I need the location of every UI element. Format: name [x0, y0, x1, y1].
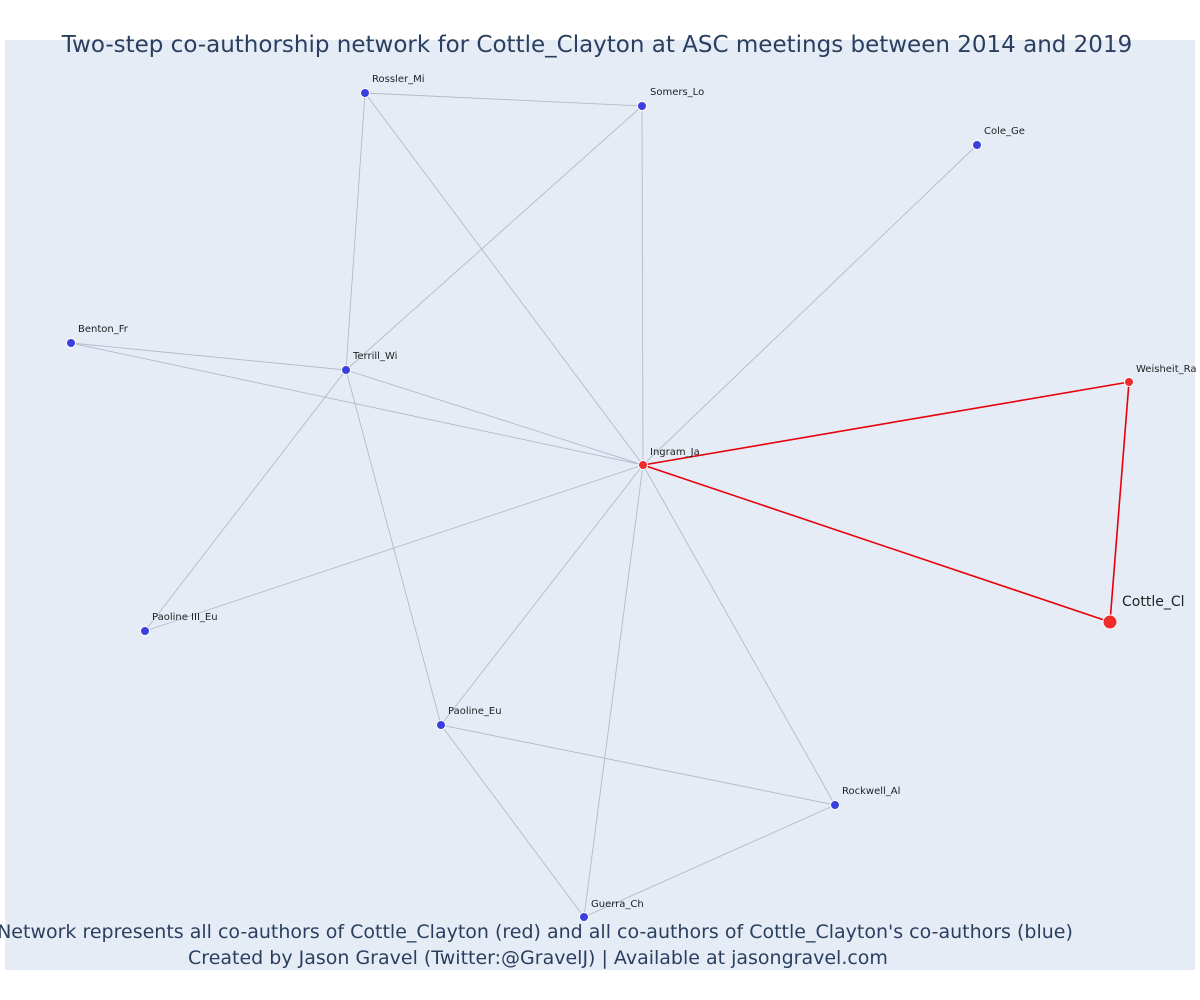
node-label-Weisheit_Ra: Weisheit_Ra [1136, 364, 1197, 375]
edge-Cole_Ge-Ingram_Ja [642, 144, 978, 466]
edge-Guerra_Ch-Rockwell_Al [583, 804, 836, 918]
edges-layer [70, 92, 1130, 918]
node-Weisheit_Ra[interactable] [1124, 377, 1134, 387]
edge-Terrill_Wi-Paoline_Eu [345, 369, 442, 726]
node-label-Terrill_Wi: Terrill_Wi [352, 351, 397, 362]
edge-Rossler_Mi-Somers_Lo [364, 92, 643, 107]
edge-Guerra_Ch-Ingram_Ja [583, 464, 644, 918]
node-label-Paoline_Eu: Paoline_Eu [448, 706, 502, 717]
plot-background [5, 40, 1195, 970]
caption-line-1: Network represents all co-authors of Cot… [0, 921, 1073, 943]
node-label-Paoline_III_Eu: Paoline III_Eu [152, 612, 218, 623]
labels-layer: Rossler_MiSomers_LoCole_GeBenton_FrTerri… [78, 74, 1197, 910]
node-label-Cole_Ge: Cole_Ge [984, 126, 1025, 137]
node-label-Ingram_Ja: Ingram_Ja [650, 447, 700, 458]
edge-Paoline_Eu-Rockwell_Al [440, 724, 836, 806]
edge-Terrill_Wi-Ingram_Ja [345, 369, 644, 466]
edge-Terrill_Wi-Paoline_III_Eu [144, 369, 347, 632]
edge-Benton_Fr-Terrill_Wi [70, 342, 347, 371]
edge-Somers_Lo-Terrill_Wi [345, 105, 643, 371]
node-Cottle_Cl[interactable] [1102, 614, 1118, 630]
edge-Paoline_III_Eu-Ingram_Ja [144, 464, 644, 632]
node-label-Benton_Fr: Benton_Fr [78, 324, 129, 335]
node-Rockwell_Al[interactable] [830, 800, 840, 810]
nodes-layer [66, 88, 1134, 922]
node-Cole_Ge[interactable] [972, 140, 982, 150]
node-Rossler_Mi[interactable] [360, 88, 370, 98]
edge-Paoline_Eu-Guerra_Ch [440, 724, 585, 918]
node-label-Guerra_Ch: Guerra_Ch [591, 899, 644, 910]
node-label-Rockwell_Al: Rockwell_Al [842, 786, 900, 797]
chart-title: Two-step co-authorship network for Cottl… [61, 32, 1132, 58]
edge-Rockwell_Al-Ingram_Ja [642, 464, 836, 806]
node-label-Rossler_Mi: Rossler_Mi [372, 74, 425, 85]
node-label-Somers_Lo: Somers_Lo [650, 87, 704, 98]
node-Ingram_Ja[interactable] [638, 460, 648, 470]
node-Somers_Lo[interactable] [637, 101, 647, 111]
edge-Somers_Lo-Ingram_Ja [641, 105, 644, 466]
node-Benton_Fr[interactable] [66, 338, 76, 348]
node-label-Cottle_Cl: Cottle_Cl [1122, 594, 1185, 610]
caption-line-2: Created by Jason Gravel (Twitter:@Gravel… [188, 947, 888, 969]
edge-Weisheit_Ra-Cottle_Cl [1109, 381, 1130, 623]
edge-Ingram_Ja-Cottle_Cl [642, 464, 1111, 623]
node-Paoline_III_Eu[interactable] [140, 626, 150, 636]
node-Terrill_Wi[interactable] [341, 365, 351, 375]
node-Paoline_Eu[interactable] [436, 720, 446, 730]
edge-Benton_Fr-Ingram_Ja [70, 342, 644, 466]
edge-Rossler_Mi-Terrill_Wi [345, 92, 366, 371]
edge-Ingram_Ja-Weisheit_Ra [642, 381, 1130, 466]
node-Guerra_Ch[interactable] [579, 912, 589, 922]
edge-Rossler_Mi-Ingram_Ja [364, 92, 644, 466]
edge-Paoline_Eu-Ingram_Ja [440, 464, 644, 726]
